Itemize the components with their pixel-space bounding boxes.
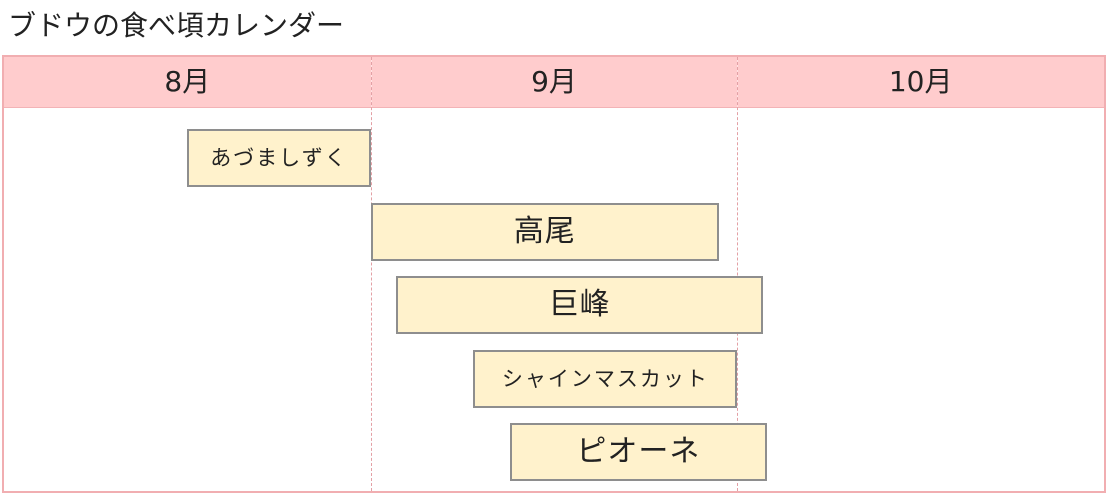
season-bar-1: あづましずく bbox=[187, 129, 371, 187]
season-bar-2: 高尾 bbox=[370, 202, 719, 261]
month-label-2: 9月 bbox=[531, 65, 577, 98]
month-divider-2 bbox=[737, 57, 739, 491]
season-bar-3: 巨峰 bbox=[396, 276, 763, 334]
season-bar-5: ピオーネ bbox=[510, 423, 767, 481]
month-label-3: 10月 bbox=[888, 65, 953, 98]
season-calendar-chart: 8月 9月 10月 あづましずく高尾巨峰シャインマスカットピオーネ bbox=[2, 55, 1106, 493]
month-divider-1 bbox=[370, 57, 372, 491]
month-header-row: 8月 9月 10月 bbox=[4, 57, 1104, 108]
page-title: ブドウの食べ頃カレンダー bbox=[8, 9, 345, 42]
month-label-1: 8月 bbox=[164, 65, 211, 98]
season-bar-4: シャインマスカット bbox=[473, 349, 738, 408]
